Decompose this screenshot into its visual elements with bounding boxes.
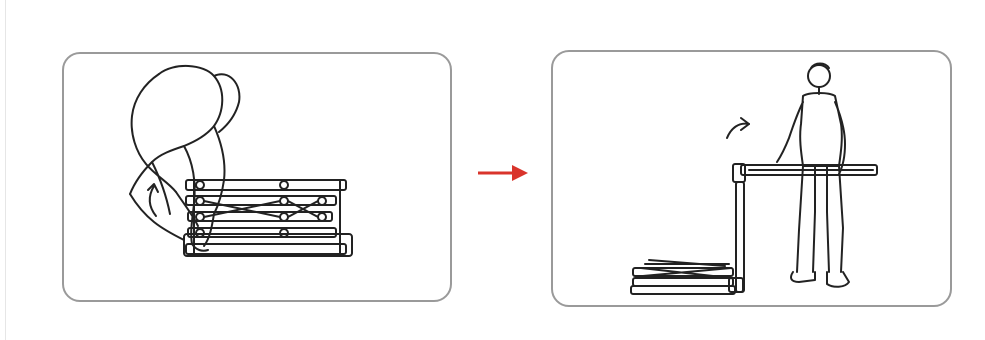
folded-frame xyxy=(184,180,352,256)
step-2-illustration xyxy=(553,52,952,307)
bending-person-figure xyxy=(130,66,239,251)
curved-arrow-right-icon xyxy=(727,118,749,138)
curved-arrow-up-icon xyxy=(148,184,158,216)
step-2-panel xyxy=(551,50,952,307)
step-1-illustration xyxy=(64,54,452,302)
right-arrow-icon xyxy=(476,162,530,184)
step-1-panel xyxy=(62,52,452,302)
page-edge-rule xyxy=(5,0,6,340)
